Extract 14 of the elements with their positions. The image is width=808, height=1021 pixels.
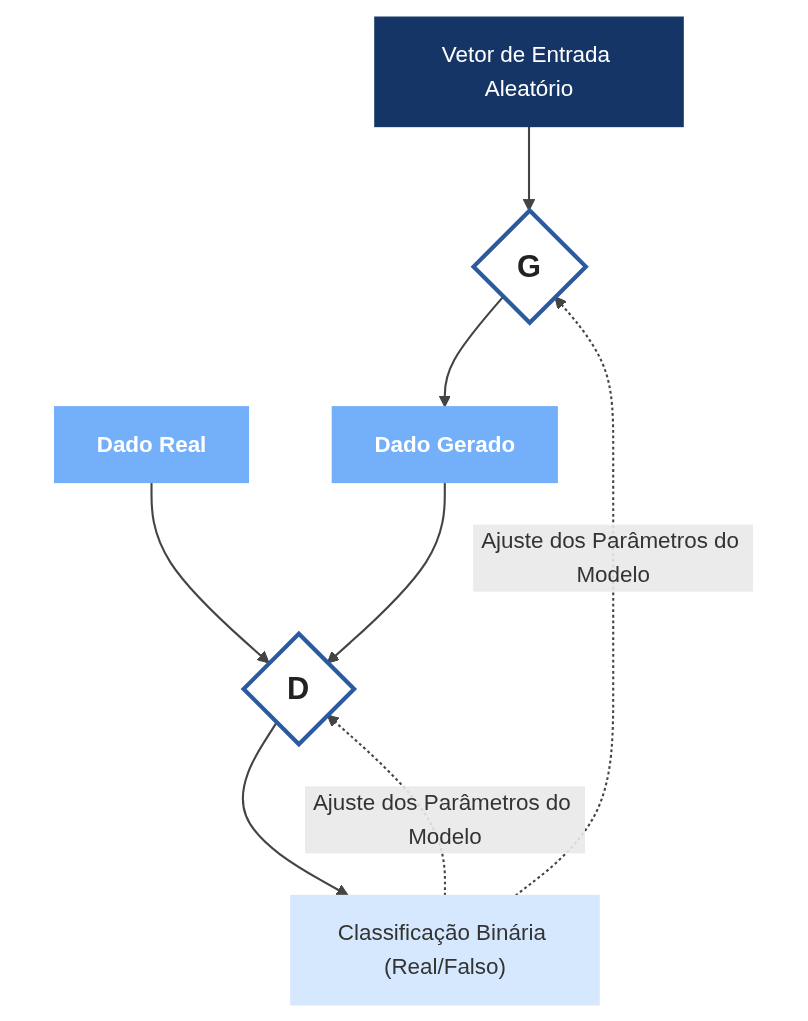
arrow bbox=[326, 481, 446, 663]
edge-label: Ajuste dos Parâmetros do Modelo bbox=[481, 528, 740, 586]
node-box: Dado Gerado bbox=[331, 405, 558, 483]
arrow bbox=[438, 295, 504, 407]
arrow bbox=[150, 481, 270, 663]
node-diamond: D bbox=[240, 630, 358, 747]
node-box: Dado Real bbox=[54, 405, 250, 483]
node-diamond: G bbox=[470, 207, 589, 326]
arrow bbox=[522, 125, 536, 211]
arrow bbox=[241, 721, 349, 896]
node-box: Vetor de Entrada Aleatório bbox=[374, 16, 684, 127]
edge-label: Ajuste dos Parâmetros do Modelo bbox=[312, 789, 571, 848]
node-box: Classificação Binária (Real/Falso) bbox=[290, 894, 600, 1005]
arrow bbox=[514, 295, 615, 896]
